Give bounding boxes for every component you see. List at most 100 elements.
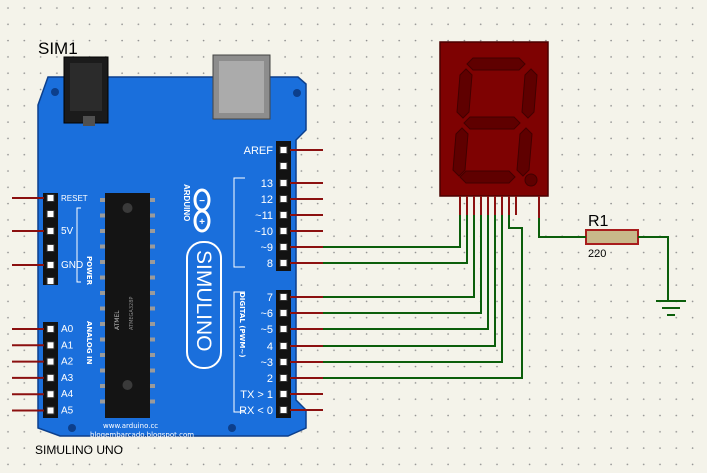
pin-socket-12[interactable] — [279, 195, 288, 203]
wires — [323, 215, 669, 379]
digital-header-top — [276, 141, 291, 271]
board-outline — [37, 76, 307, 437]
wire-segment — [323, 215, 475, 298]
pin-label-a3: A3 — [61, 373, 74, 384]
pin-label-13: 13 — [261, 178, 273, 190]
header-socket — [46, 194, 55, 202]
pin-socket-4[interactable] — [279, 342, 288, 350]
pin-label-3: ~3 — [260, 357, 273, 369]
chip-leg — [100, 337, 105, 342]
footer-blog: blogembarcado.blogspot.com — [90, 431, 194, 439]
header-socket — [46, 244, 55, 252]
resistor-body — [585, 229, 639, 245]
pin-socket-5[interactable] — [279, 325, 288, 333]
pin-socket-a2[interactable] — [46, 357, 55, 366]
chip-leg — [100, 399, 105, 404]
pin-socket-7[interactable] — [279, 293, 288, 301]
resistor-r1[interactable]: R1 220 — [585, 213, 639, 260]
chip-leg — [150, 322, 155, 326]
pin-socket-11[interactable] — [279, 211, 288, 219]
chip-leg — [100, 275, 105, 280]
mount-hole — [228, 424, 236, 432]
wire-segment — [323, 215, 468, 264]
wire-segment — [538, 218, 586, 238]
chip-leg — [150, 213, 155, 218]
pin-label-a4: A4 — [61, 389, 74, 400]
pin-label-a5: A5 — [61, 406, 74, 417]
pin-label-6: ~6 — [260, 308, 273, 320]
chip-leg — [150, 198, 155, 202]
wire-segment — [323, 215, 523, 379]
chip-leg — [100, 213, 105, 218]
chip-leg — [150, 337, 155, 342]
analog-header — [43, 322, 58, 418]
resistor-value-label: 220 — [588, 248, 606, 260]
pin-label-2: 2 — [267, 373, 273, 385]
chip-leg — [150, 353, 155, 357]
arduino-logo-text: ARDUINO — [182, 184, 191, 221]
arduino-part-label: SIMULINO UNO — [35, 443, 123, 457]
pin-socket-8[interactable] — [279, 259, 288, 267]
pin-socket-aref[interactable] — [279, 146, 288, 154]
chip-leg — [100, 198, 105, 202]
pin-socket-a3[interactable] — [46, 373, 55, 382]
chip-leg — [100, 306, 105, 311]
chip-leg — [100, 244, 105, 249]
chip-leg — [150, 275, 155, 280]
wire-segment — [323, 215, 461, 248]
chip-leg — [150, 399, 155, 404]
pin-socket-rx-0[interactable] — [279, 406, 288, 414]
pin-label-5v: 5V — [61, 226, 74, 237]
digital-header-bottom — [276, 290, 291, 418]
pin-label-rx-0: RX < 0 — [239, 405, 273, 417]
pin-label-9: ~9 — [260, 242, 273, 254]
pin-socket-tx-1[interactable] — [279, 390, 288, 398]
power-jack — [63, 56, 109, 126]
power-title: POWER — [85, 256, 93, 286]
pin-label-a1: A1 — [61, 340, 74, 351]
pin-label-8: 8 — [267, 258, 273, 270]
pin-socket-13[interactable] — [279, 179, 288, 187]
power-bracket — [76, 207, 81, 283]
chip-label-model: ATMEGA328P — [129, 297, 135, 330]
pin-label-7: 7 — [267, 292, 273, 304]
pin-label-12: 12 — [261, 194, 273, 206]
pin-label-10: ~10 — [254, 226, 273, 238]
resistor-ref-label: R1 — [588, 213, 609, 230]
ground-icon — [656, 300, 686, 316]
pin-socket-a5[interactable] — [46, 406, 55, 415]
pin-socket-3[interactable] — [279, 358, 288, 366]
pin-socket-2[interactable] — [279, 374, 288, 382]
chip-leg — [150, 384, 155, 388]
chip-leg — [100, 322, 105, 326]
chip-leg — [150, 244, 155, 249]
seven-segment-icon — [452, 57, 538, 187]
pin-label-5: ~5 — [260, 324, 273, 336]
arduino-logo-icon: − + ARDUINO — [182, 184, 211, 233]
pin-socket-6[interactable] — [279, 309, 288, 317]
wire-segment — [638, 236, 669, 301]
svg-text:+: + — [199, 217, 205, 228]
brand-text: SIMULINO — [192, 250, 215, 352]
seven-segment-display[interactable] — [439, 41, 549, 218]
chip-leg — [150, 368, 155, 373]
header-socket — [46, 277, 55, 285]
chip-leg — [100, 353, 105, 357]
pin-socket-a1[interactable] — [46, 341, 55, 350]
chip-leg — [150, 291, 155, 295]
header-socket — [46, 227, 55, 235]
pin-socket-10[interactable] — [279, 227, 288, 235]
arduino-board[interactable]: SIM1 ATMEL ATMEGA328P — [12, 39, 323, 457]
pin-socket-9[interactable] — [279, 243, 288, 251]
pin-socket-a4[interactable] — [46, 390, 55, 399]
chip-leg — [100, 384, 105, 388]
chip-leg — [150, 306, 155, 311]
mount-hole — [293, 89, 301, 97]
digital-bracket-bottom — [233, 291, 245, 413]
chip-leg — [100, 260, 105, 264]
power-header — [43, 193, 58, 285]
chip-leg — [100, 368, 105, 373]
digital-title: DIGITAL (PWM~) — [238, 292, 246, 357]
pin-socket-a0[interactable] — [46, 325, 55, 333]
header-socket — [46, 261, 55, 269]
